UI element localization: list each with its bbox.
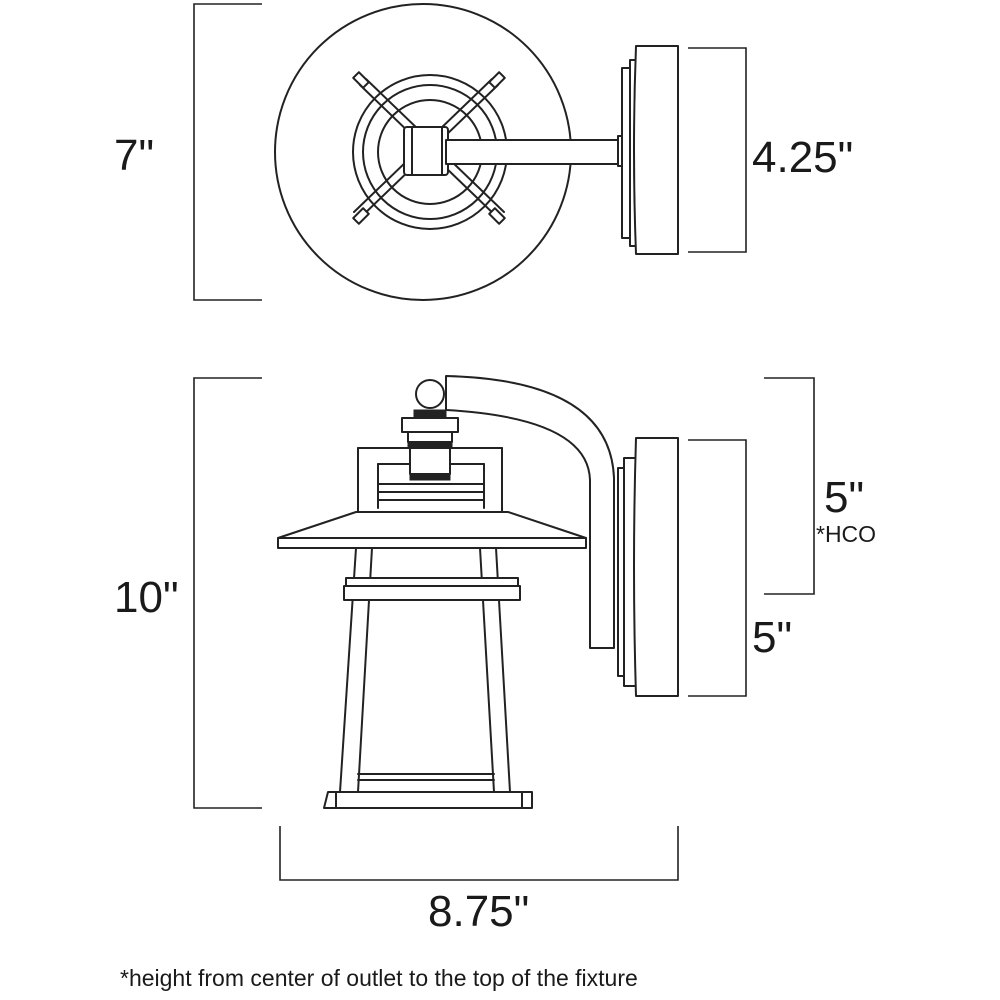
cross-brace bbox=[352, 71, 506, 225]
top-arm bbox=[445, 139, 621, 165]
width-bracket bbox=[279, 826, 679, 881]
top-height-label: 7" bbox=[114, 131, 154, 180]
top-backplate bbox=[621, 45, 679, 255]
backplate-height-label: 4.25" bbox=[752, 133, 853, 182]
finial bbox=[415, 379, 445, 409]
hco-note: *HCO bbox=[816, 521, 876, 547]
lower-bracket bbox=[688, 439, 747, 697]
lantern-top-frame bbox=[357, 447, 503, 515]
lower-dimension-label: 5" bbox=[752, 613, 792, 662]
lantern-body bbox=[323, 547, 533, 809]
footnote: *height from center of outlet to the top… bbox=[120, 965, 638, 991]
top-height-bracket bbox=[193, 3, 262, 301]
overall-height-label: 10" bbox=[114, 573, 179, 622]
hco-bracket bbox=[764, 377, 815, 595]
side-backplate bbox=[617, 437, 679, 697]
backplate-height-bracket bbox=[688, 47, 747, 253]
width-label: 8.75" bbox=[428, 887, 529, 936]
curved-arm bbox=[445, 375, 615, 649]
lantern-roof bbox=[277, 511, 587, 539]
hco-label: 5" bbox=[824, 473, 864, 522]
side-view bbox=[193, 375, 815, 881]
top-view bbox=[193, 3, 747, 301]
overall-height-bracket bbox=[193, 377, 262, 809]
